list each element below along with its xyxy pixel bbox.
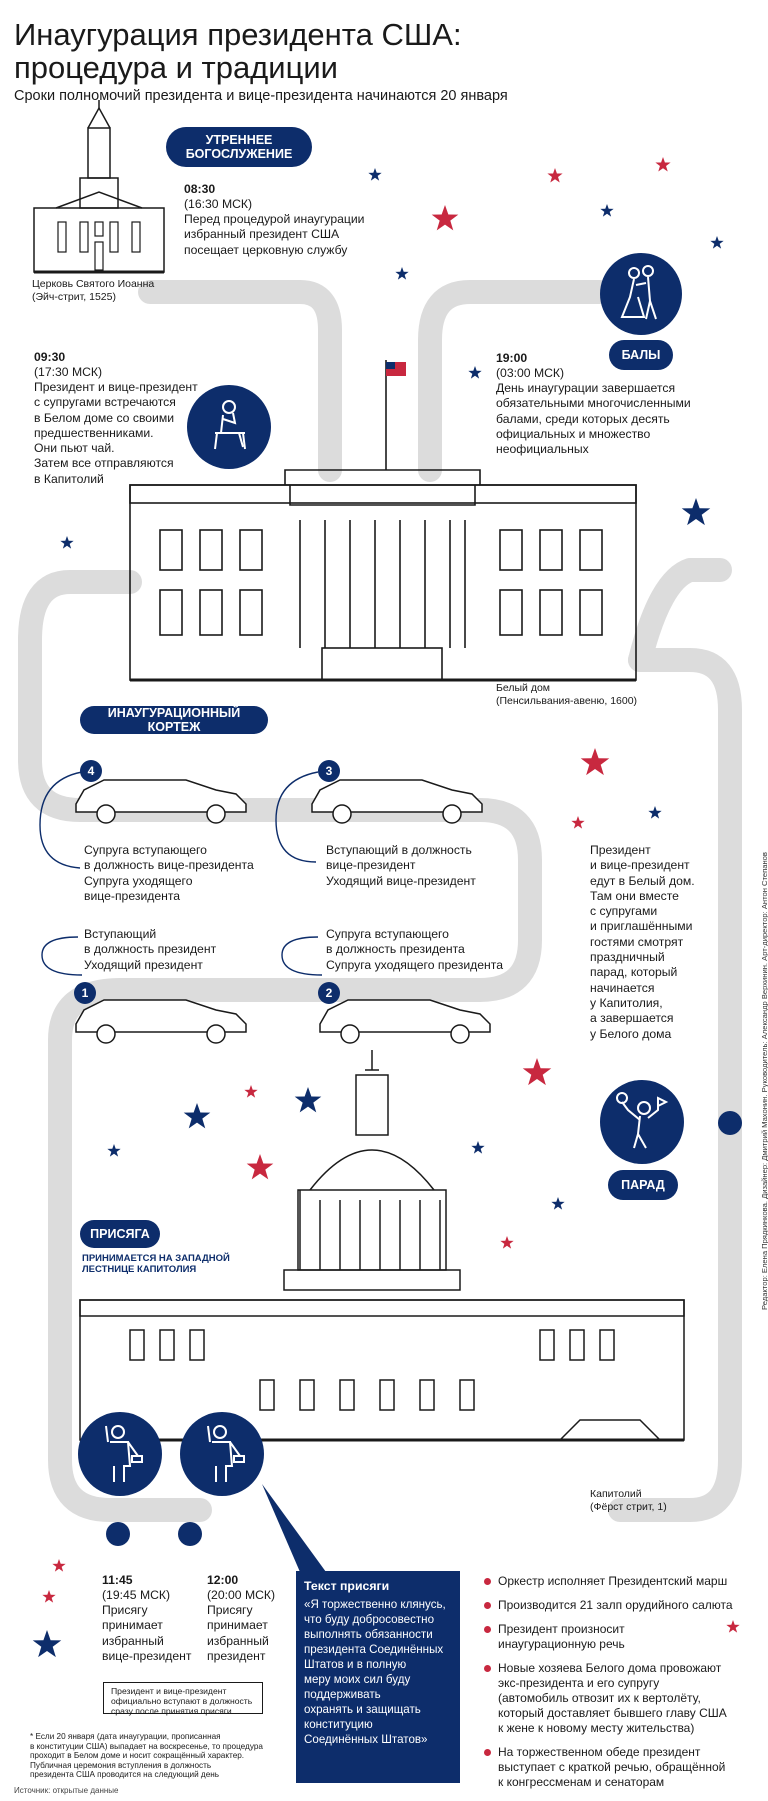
dancers-icon <box>600 253 682 335</box>
p-oath-time: 12:00 <box>207 1573 239 1587</box>
whitehouse-caption: Белый дом (Пенсильвания-авеню, 1600) <box>496 682 638 707</box>
meeting-msk: (17:30 МСК) <box>34 365 103 379</box>
church-drawing <box>33 100 165 274</box>
list-item: На торжественном обеде президент выступа… <box>484 1745 752 1790</box>
car-3-number: 3 <box>318 760 340 782</box>
meeting-time: 09:30 <box>34 350 66 364</box>
car-1-number: 1 <box>74 982 96 1004</box>
credits: Редактор: Елена Прядкинкова. Дизайнер: Д… <box>760 852 768 1310</box>
vp-dot <box>106 1522 130 1546</box>
service-msk: (16:30 МСК) <box>184 197 253 211</box>
car-2-number: 2 <box>318 982 340 1004</box>
oath-text-body: «Я торжественно клянусь, что буду доброс… <box>304 1598 446 1746</box>
oath-location: ПРИНИМАЕТСЯ НА ЗАПАДНОЙ ЛЕСТНИЦЕ КАПИТОЛ… <box>82 1253 230 1275</box>
page-title: Инаугурация президента США: процедура и … <box>14 17 462 85</box>
vp-oath-icon <box>78 1412 162 1496</box>
source: Источник: открытые данные <box>14 1786 119 1795</box>
church-caption: Церковь Святого Иоанна (Эйч-стрит, 1525) <box>32 278 155 303</box>
oath-note: Президент и вице-президент официально вс… <box>103 1682 263 1716</box>
parade-dot <box>718 1111 742 1135</box>
route-path <box>18 280 742 1522</box>
capitol-drawing <box>79 1050 685 1442</box>
list-item: Оркестр исполняет Президентский марш <box>484 1574 752 1589</box>
whitehouse-drawing <box>129 360 637 682</box>
tea-icon <box>187 385 271 469</box>
service-time: 08:30 <box>184 182 216 196</box>
service-badge: УТРЕННЕЕ БОГОСЛУЖЕНИЕ <box>166 127 312 167</box>
p-oath-icon <box>180 1412 264 1496</box>
parade-text: Президент и вице-президент едут в Белый … <box>590 843 695 1041</box>
parade-icon <box>600 1080 684 1164</box>
list-item: Новые хозяева Белого дома провожают экс-… <box>484 1661 752 1736</box>
vp-oath-msk: (19:45 МСК) <box>102 1588 171 1602</box>
oath-text-box: Текст присяги «Я торжественно клянусь, ч… <box>296 1571 460 1783</box>
balls-text: День инаугурации завершается обязательны… <box>496 381 691 457</box>
footnote: * Если 20 января (дата инаугурации, проп… <box>30 1732 263 1780</box>
limousines <box>75 779 491 1044</box>
p-oath-text: Присягу принимает избранный президент <box>207 1603 269 1663</box>
vp-oath-text: Присягу принимает избранный вице-президе… <box>102 1603 192 1663</box>
parade-badge: ПАРАД <box>608 1170 678 1200</box>
page-subtitle: Сроки полномочий президента и вице-прези… <box>14 88 508 104</box>
car-3-passengers: Вступающий в должность вице-президент Ух… <box>326 843 476 888</box>
car-connectors <box>39 771 323 976</box>
vp-oath-time: 11:45 <box>102 1573 133 1587</box>
oath-callout <box>262 1484 326 1572</box>
balls-msk: (03:00 МСК) <box>496 366 565 380</box>
p-oath-msk: (20:00 МСК) <box>207 1588 276 1602</box>
capitol-caption: Капитолий (Фёрст стрит, 1) <box>590 1488 667 1513</box>
meeting-text: Президент и вице-президент с супругами в… <box>34 380 198 486</box>
motorcade-badge: ИНАУГУРАЦИОННЫЙ КОРТЕЖ <box>80 706 268 734</box>
balls-time: 19:00 <box>496 351 528 365</box>
service-text: Перед процедурой инаугурации избранный п… <box>184 212 365 257</box>
car-1-passengers: Вступающий в должность президент Уходящи… <box>84 927 217 972</box>
list-item: Производится 21 залп орудийного салюта <box>484 1598 752 1613</box>
list-item: Президент произносит инаугурационную реч… <box>484 1622 752 1652</box>
car-2-passengers: Супруга вступающего в должность президен… <box>326 927 503 972</box>
car-4-passengers: Супруга вступающего в должность вице-пре… <box>84 843 254 903</box>
oath-badge: ПРИСЯГА <box>80 1220 160 1248</box>
p-dot <box>178 1522 202 1546</box>
events-list: Оркестр исполняет Президентский марш Про… <box>484 1574 752 1799</box>
oath-text-title: Текст присяги <box>304 1579 390 1593</box>
car-4-number: 4 <box>80 760 102 782</box>
balls-badge: БАЛЫ <box>609 340 673 370</box>
